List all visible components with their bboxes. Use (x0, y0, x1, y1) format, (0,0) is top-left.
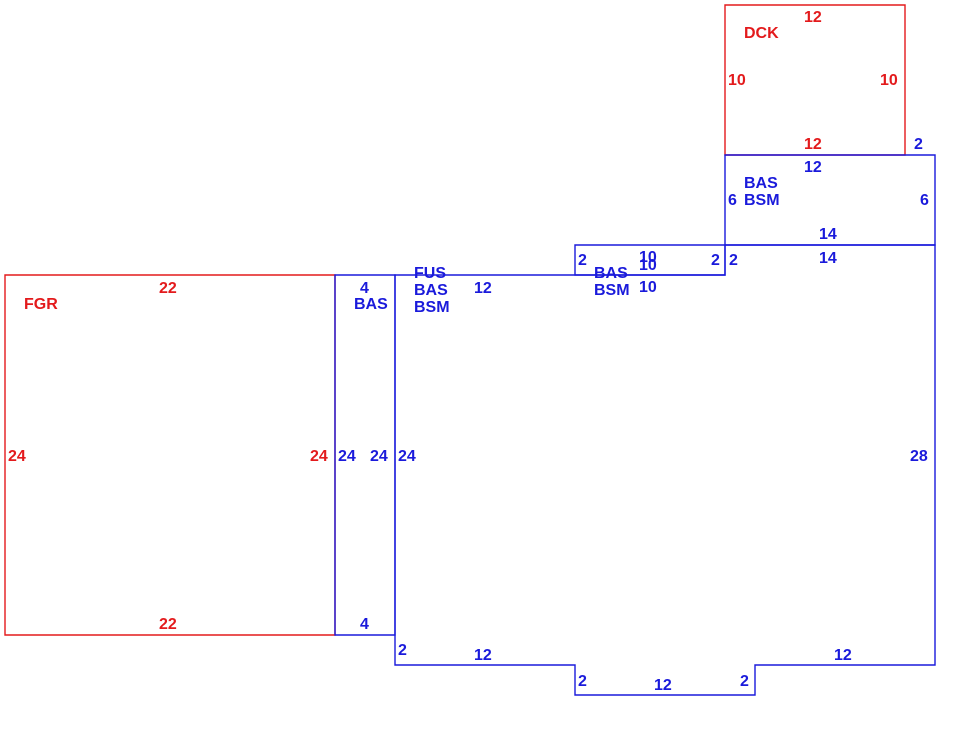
dck-left-dimension: 10 (728, 72, 746, 89)
bay-right-dimension: 2 (711, 252, 720, 269)
main-notch-bottom-dimension: 12 (654, 677, 672, 694)
fgr-bottom-dimension: 22 (159, 616, 177, 633)
main-code: FUS (414, 265, 446, 282)
area-outlines (4, 4, 936, 696)
bay-bottom-dimension: 10 (639, 279, 657, 296)
dck-bottom-dimension: 12 (804, 136, 822, 153)
bay-top-inner-dimension: 10 (639, 257, 657, 274)
bay-left-dimension: 2 (578, 252, 587, 269)
main-outline (394, 244, 936, 696)
fgr-top-dimension: 22 (159, 280, 177, 297)
fgr-right-dimension: 24 (310, 448, 328, 465)
bas-strip-top-dimension: 4 (360, 280, 369, 297)
bas-upper-top-dimension: 12 (804, 159, 822, 176)
fgr-outline (4, 274, 336, 636)
main-right-dimension: 28 (910, 448, 928, 465)
bas-upper-code-secondary: BSM (744, 192, 780, 209)
bas-strip-right-dimension: 24 (370, 448, 388, 465)
main-bottom-left-dimension: 12 (474, 647, 492, 664)
bay-code: BAS (594, 265, 628, 282)
bas-strip-bottom-dimension: 4 (360, 616, 369, 633)
bas-upper-left-dimension: 6 (728, 192, 737, 209)
main-left-dimension: 24 (398, 448, 416, 465)
bay-top-dimension: 10 (639, 249, 657, 266)
bas-upper-bottom-dimension: 14 (819, 226, 837, 243)
main-bottom-right-dimension: 12 (834, 647, 852, 664)
fgr-code: FGR (24, 296, 58, 313)
dck-right-dimension: 10 (880, 72, 898, 89)
dck-top-dimension: 12 (804, 9, 822, 26)
bas-upper-code: BAS (744, 175, 778, 192)
bas-strip-code: BAS (354, 296, 388, 313)
bay-code-secondary: BSM (594, 282, 630, 299)
dck-code: DCK (744, 25, 779, 42)
bas-upper-right-dimension: 6 (920, 192, 929, 209)
bas-strip-left-dimension: 24 (338, 448, 356, 465)
bay-right-outer-dimension: 2 (729, 252, 738, 269)
bas-upper-step-dimension: 2 (914, 136, 923, 153)
main-bottom-left-step-dimension: 2 (398, 642, 407, 659)
main-notch-left-dimension: 2 (578, 673, 587, 690)
main-notch-right-dimension: 2 (740, 673, 749, 690)
main-top-dimension: 12 (474, 280, 492, 297)
main-code-tertiary: BSM (414, 299, 450, 316)
main-code-secondary: BAS (414, 282, 448, 299)
fgr-left-dimension: 24 (8, 448, 26, 465)
main-right-top-dimension: 14 (819, 250, 837, 267)
